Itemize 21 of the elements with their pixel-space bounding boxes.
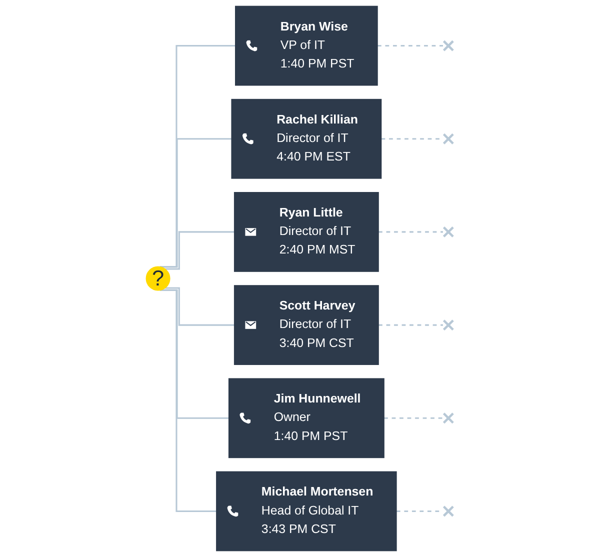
contact-card: Michael Mortensen Head of Global IT 3:43 PM CST	[216, 471, 397, 552]
contact-card: Ryan Little Director of IT 2:40 PM MST	[234, 192, 379, 272]
connector-line	[160, 289, 216, 512]
contact-card: Jim Hunnewell Owner 1:40 PM PST	[228, 378, 384, 458]
connector-line	[165, 231, 234, 270]
connector-line	[160, 45, 236, 268]
contact-card: Rachel Killian Director of IT 4:40 PM EST	[231, 98, 382, 179]
dashed-connector	[384, 417, 443, 419]
dashed-connector	[378, 324, 443, 326]
contact-card: Scott Harvey Director of IT 3:40 PM CST	[234, 285, 379, 365]
connector-line	[165, 287, 234, 326]
dashed-connector	[377, 45, 443, 47]
cross-mark	[442, 226, 454, 238]
cross-mark	[442, 40, 454, 52]
cross-mark	[442, 319, 454, 331]
dashed-connector	[378, 231, 443, 233]
contact-card: Bryan Wise VP of IT 1:40 PM PST	[235, 6, 378, 86]
cross-mark	[442, 505, 454, 518]
cross-mark	[442, 412, 454, 424]
person-circle: ?	[146, 266, 170, 291]
cross-mark	[442, 133, 454, 145]
